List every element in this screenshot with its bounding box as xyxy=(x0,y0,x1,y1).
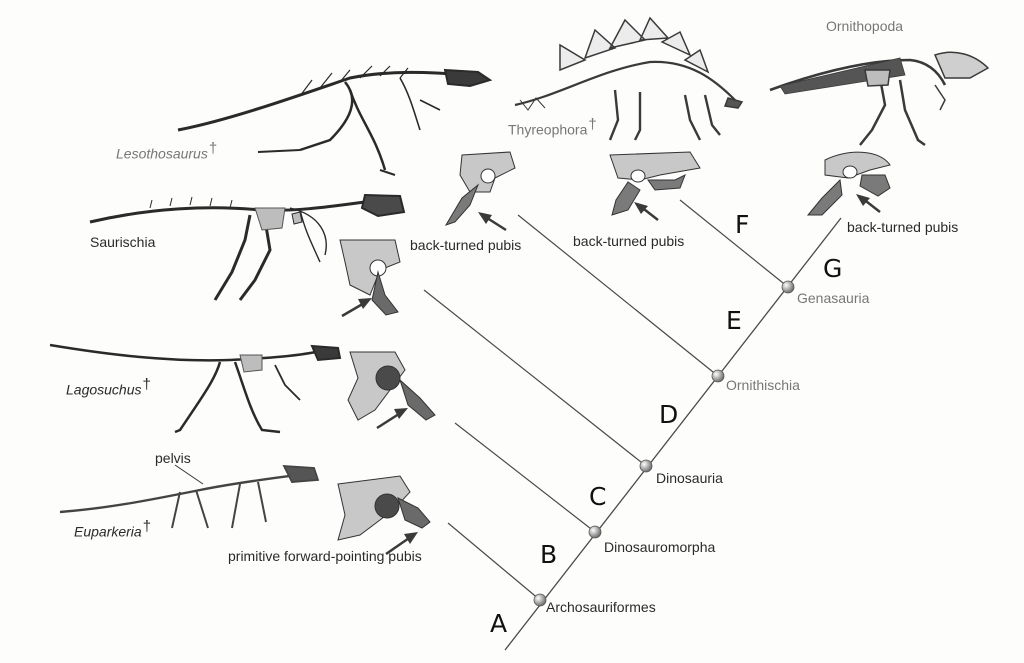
pubis-label-lesothosaurus: back-turned pubis xyxy=(410,237,522,253)
ornithopoda-pelvis xyxy=(806,151,891,216)
taxon-euparkeria: Euparkeria† xyxy=(74,518,151,540)
ornithopoda-skeleton xyxy=(769,51,990,147)
node-label-dinosauria: Dinosauria xyxy=(656,470,723,486)
branch-euparkeria xyxy=(447,522,541,601)
thyreophora-pelvis xyxy=(609,151,701,216)
extinct-dagger-icon: † xyxy=(142,518,152,535)
branch-lagosuchus xyxy=(454,422,596,533)
extinct-dagger-icon: † xyxy=(588,116,597,133)
extinct-dagger-icon: † xyxy=(142,376,151,393)
taxon-ornithopoda: Ornithopoda xyxy=(826,18,904,34)
node-archosauriformes xyxy=(533,593,547,607)
arrows xyxy=(341,194,881,556)
taxon-lagosuchus: Lagosuchus† xyxy=(66,376,151,398)
letter-f: F xyxy=(735,210,750,239)
thyreophora-skeleton xyxy=(514,16,744,141)
taxon-lagosuchus-name: Lagosuchus xyxy=(66,381,142,398)
node-label-archosauriformes: Archosauriformes xyxy=(546,599,656,615)
pubis-label-ornithopoda: back-turned pubis xyxy=(847,219,959,235)
taxon-thyreophora-name: Thyreophora xyxy=(508,121,588,138)
branch-lesothosaurus xyxy=(517,214,719,377)
node-ornithischia xyxy=(711,369,725,383)
euparkeria-skeleton xyxy=(59,464,320,529)
lesothosaurus-pelvis xyxy=(444,151,516,226)
letter-b: B xyxy=(540,540,558,569)
letter-g: G xyxy=(823,254,843,283)
pubis-label-primitive: primitive forward-pointing pubis xyxy=(228,548,422,564)
pelvis-label: pelvis xyxy=(155,450,191,466)
node-dinosauria xyxy=(639,459,653,473)
taxon-lesothosaurus: Lesothosaurus† xyxy=(116,140,217,162)
extinct-dagger-icon: † xyxy=(208,140,218,157)
branch-thyreophora xyxy=(679,199,789,288)
node-label-ornithischia: Ornithischia xyxy=(726,377,800,393)
lagosuchus-skeleton xyxy=(49,343,342,434)
letter-c: C xyxy=(589,482,607,511)
taxon-euparkeria-name: Euparkeria xyxy=(74,523,142,540)
branch-saurischia xyxy=(423,289,647,467)
letter-a: A xyxy=(490,609,508,638)
lagosuchus-pelvis xyxy=(347,351,436,421)
letter-d: D xyxy=(659,400,679,429)
taxon-saurischia: Saurischia xyxy=(90,234,156,250)
pubis-label-thyreophora: back-turned pubis xyxy=(573,233,685,249)
euparkeria-pelvis xyxy=(337,475,431,541)
taxon-lesothosaurus-name: Lesothosaurus xyxy=(116,145,208,162)
saurischia-pelvis xyxy=(339,239,401,316)
saurischia-skeleton xyxy=(89,193,406,301)
node-label-genasauria: Genasauria xyxy=(797,290,870,306)
node-genasauria xyxy=(781,280,795,294)
taxon-thyreophora: Thyreophora† xyxy=(508,116,597,138)
lesothosaurus-skeleton xyxy=(177,65,493,176)
node-dinosauromorpha xyxy=(588,525,602,539)
letter-e: E xyxy=(726,306,742,335)
node-label-dinosauromorpha: Dinosauromorpha xyxy=(604,539,716,555)
